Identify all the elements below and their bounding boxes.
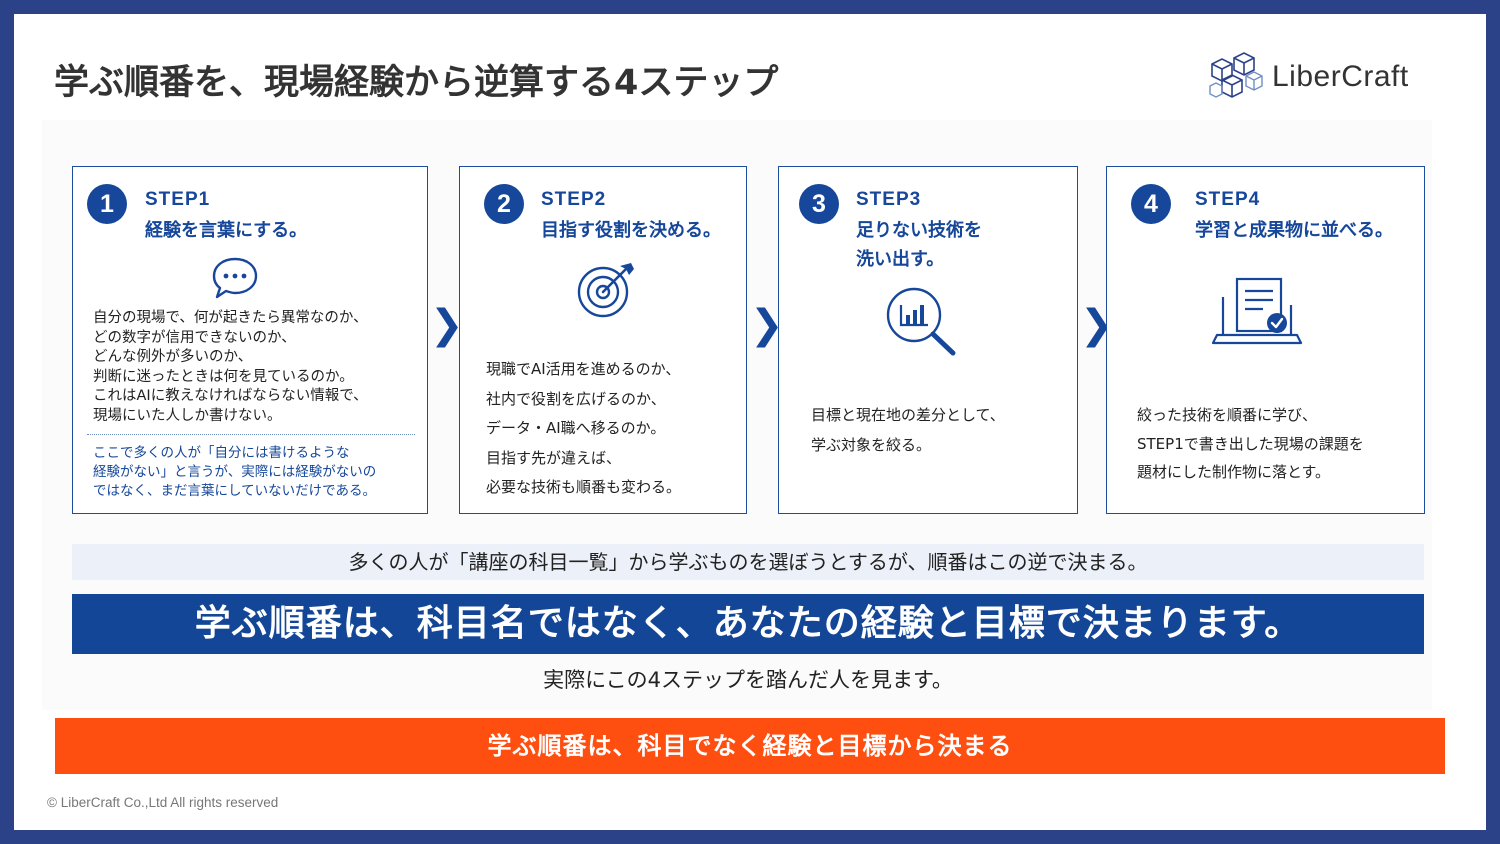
step-number-badge: 2 [484, 184, 524, 224]
step-heading: 学習と成果物に並べる。 [1195, 220, 1393, 241]
summary-banner: 学ぶ順番は、科目でなく経験と目標から決まる [55, 718, 1445, 774]
divider [87, 434, 415, 435]
step-body: 目標と現在地の差分として、 学ぶ対象を絞る。 [811, 406, 1005, 454]
step-label: STEP2 [541, 189, 607, 210]
logo-text: LiberCraft [1272, 60, 1409, 93]
step-card-3: 3 STEP3 足りない技術を 洗い出す。 目標と現在地の差分として、 学ぶ対象… [778, 166, 1078, 514]
step-body: 現職でAI活用を進めるのか、 社内で役割を広げるのか、 データ・AI職へ移るのか… [486, 360, 682, 496]
step-body: 絞った技術を順番に学び、 STEP1で書き出した現場の課題を 題材にした制作物に… [1137, 406, 1364, 481]
page-title: 学ぶ順番を、現場経験から逆算する4ステップ [54, 63, 779, 103]
step-note: ここで多くの人が「自分には書けるような 経験がない」と言うが、実際には経験がない… [93, 445, 377, 499]
step-heading: 足りない技術を 洗い出す。 [856, 220, 982, 270]
step-number-badge: 4 [1131, 184, 1171, 224]
logo: LiberCraft [1208, 44, 1438, 110]
step-card-1: 1 STEP1 経験を言葉にする。 自分の現場で、何が起きたら異常なのか、 どの… [72, 166, 428, 514]
step-number-badge: 3 [799, 184, 839, 224]
laptop-document-icon [1211, 277, 1303, 345]
headline-banner: 学ぶ順番は、科目名ではなく、あなたの経験と目標で決まります。 [72, 594, 1424, 654]
step-number-badge: 1 [87, 184, 127, 224]
sub-caption: 実際にこの4ステップを踏んだ人を見ます。 [543, 668, 953, 692]
cubes-logo-icon [1209, 52, 1263, 98]
step-label: STEP1 [145, 189, 211, 210]
chevron-right-icon: ❯ [750, 302, 784, 348]
chevron-right-icon: ❯ [430, 302, 464, 348]
step-card-2: 2 STEP2 目指す役割を決める。 現職でAI活用を進めるのか、 社内で役割を… [459, 166, 747, 514]
magnifier-chart-icon [886, 287, 956, 356]
caption-bar: 多くの人が「講座の科目一覧」から学ぶものを選ぼうとするが、順番はこの逆で決まる。 [72, 544, 1424, 580]
step-heading: 経験を言葉にする。 [145, 220, 308, 241]
step-heading: 目指す役割を決める。 [541, 220, 721, 241]
copyright: © LiberCraft Co.,Ltd All rights reserved [47, 795, 279, 810]
step-body: 自分の現場で、何が起きたら異常なのか、 どの数字が信用できないのか、 どんな例外… [93, 310, 368, 424]
speech-bubble-icon [212, 257, 258, 299]
step-card-4: 4 STEP4 学習と成果物に並べる。 絞った技術を順番に学び、 STEP1で書… [1106, 166, 1425, 514]
step-label: STEP3 [856, 189, 922, 210]
step-label: STEP4 [1195, 189, 1261, 210]
target-icon [577, 263, 634, 318]
